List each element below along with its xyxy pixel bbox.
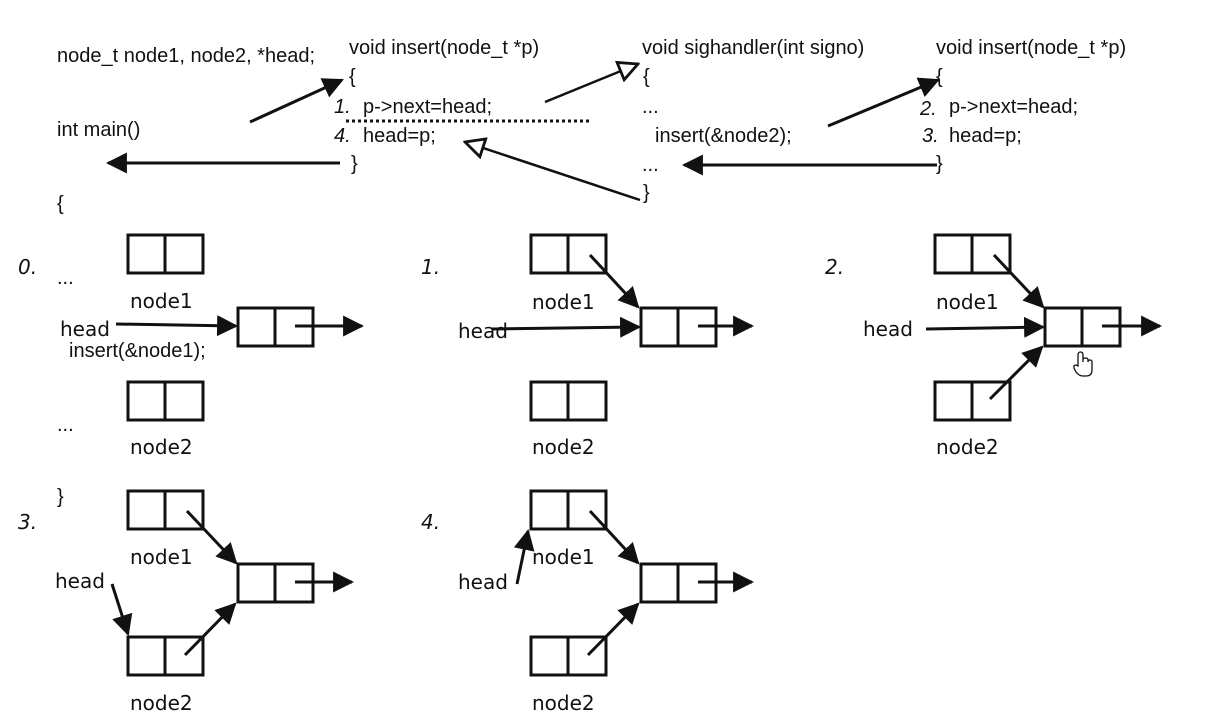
head-label: head (60, 317, 110, 341)
diagram-step-0 (115, 233, 365, 422)
node2-label: node2 (130, 435, 193, 459)
node2-label: node2 (130, 691, 193, 715)
head-label: head (458, 570, 508, 594)
code-line: p->next=head; (949, 96, 1078, 118)
diagram-step-1 (491, 233, 755, 422)
code-flow-arrows (105, 64, 940, 202)
node2-next-arrow (988, 345, 1044, 401)
node1-label: node1 (130, 545, 193, 569)
step-number: 3. (922, 125, 939, 147)
code-line: head=p; (363, 125, 436, 147)
step-label-0: 0. (18, 255, 38, 279)
code-line: head=p; (949, 125, 1022, 147)
step-label-1: 1. (421, 255, 441, 279)
node2-label: node2 (936, 435, 999, 459)
step-number: 4. (334, 125, 351, 147)
head-label: head (863, 317, 913, 341)
sighandler-signature: void sighandler(int signo) (642, 37, 865, 59)
insert-signature-a: void insert(node_t *p) (349, 37, 540, 59)
step-label-2: 2. (825, 255, 845, 279)
node2-next-arrow (586, 602, 640, 657)
node2-label: node2 (532, 435, 595, 459)
node2-next-arrow (183, 602, 237, 657)
code-brace: { (936, 66, 943, 88)
code-line: ... (57, 267, 74, 289)
code-line: ... (642, 154, 659, 176)
code-brace: { (643, 66, 650, 88)
node2-label: node2 (532, 691, 595, 715)
code-line: } (57, 486, 64, 508)
signal-return-arrow (465, 142, 641, 202)
node1-label: node1 (130, 289, 193, 313)
code-line: ... (57, 414, 74, 436)
insert-signature-b: void insert(node_t *p) (936, 37, 1127, 59)
head-pointer-arrow (115, 315, 239, 337)
main-code-block: node_t node1, node2, *head; int main() {… (57, 1, 315, 530)
code-brace: } (643, 182, 650, 204)
node1-next-arrow (185, 509, 238, 565)
call-insert2-arrow (827, 77, 940, 128)
code-line: node_t node1, node2, *head; (57, 45, 316, 67)
code-line: insert(&node1); (69, 340, 206, 362)
step-label-3: 3. (18, 510, 38, 534)
code-line: insert(&node2); (655, 125, 792, 147)
head-pointer-arrow (513, 528, 535, 585)
head-pointer-arrow (925, 316, 1046, 338)
step-label-4: 4. (421, 510, 441, 534)
code-line: { (57, 193, 64, 215)
node1-label: node1 (532, 290, 595, 314)
node1-label: node1 (532, 545, 595, 569)
code-line: p->next=head; (363, 96, 492, 118)
code-brace: { (349, 66, 356, 88)
code-brace: } (351, 153, 358, 175)
signal-arrow (544, 64, 638, 104)
head-label: head (55, 569, 105, 593)
code-line: int main() (57, 119, 141, 141)
node1-next-arrow (992, 253, 1045, 309)
diagram-step-2 (925, 233, 1163, 422)
code-brace: } (936, 153, 943, 175)
node1-next-arrow (588, 253, 640, 309)
hand-pointer-cursor-icon (1073, 351, 1093, 377)
node1-label: node1 (936, 290, 999, 314)
step-number: 1. (334, 96, 351, 118)
head-pointer-arrow (491, 316, 642, 338)
step-number: 2. (920, 98, 937, 120)
head-pointer-arrow (110, 583, 133, 637)
node1-next-arrow (588, 509, 640, 565)
code-line: ... (642, 96, 659, 118)
head-label: head (458, 319, 508, 343)
diagram-step-3 (110, 489, 355, 677)
diagram-step-4 (513, 489, 755, 677)
call-insert-arrow (249, 78, 344, 124)
